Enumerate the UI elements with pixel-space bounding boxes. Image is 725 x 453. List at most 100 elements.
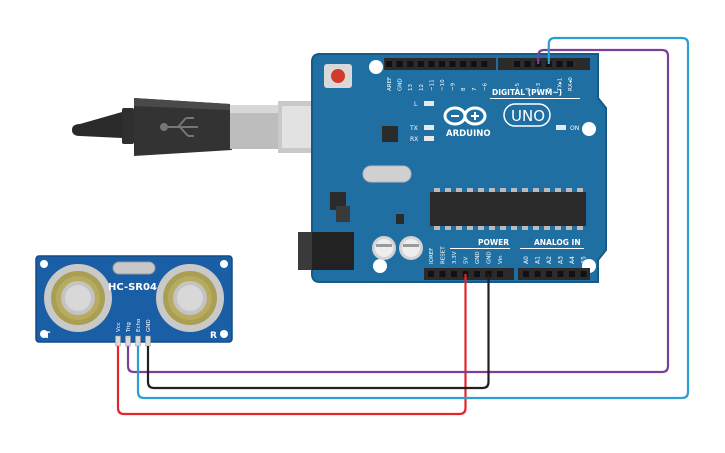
power-pin-label: GND — [487, 251, 493, 264]
power-pin-socket[interactable] — [497, 271, 503, 277]
power-pin-socket[interactable] — [439, 271, 446, 277]
wire-vcc-to-5v[interactable] — [116, 274, 467, 416]
voltage-regulator — [330, 192, 346, 210]
led-tx-label: TX — [409, 125, 418, 132]
sensor-mount-hole — [40, 260, 48, 268]
power-pin-label: 3.3V — [452, 251, 458, 264]
digital-pin-label: RX◂0 — [568, 77, 574, 91]
pin-socket-11[interactable] — [524, 61, 531, 67]
microcontroller-chip — [430, 188, 586, 230]
led-tx: TX — [409, 125, 434, 132]
pin-socket-4[interactable] — [428, 61, 435, 67]
digital-pin-label: 13 — [408, 84, 414, 91]
power-pin-socket[interactable] — [474, 271, 480, 277]
digital-pin-label: 7 — [472, 87, 478, 91]
wires — [116, 36, 690, 416]
pin-socket-9[interactable] — [481, 61, 488, 67]
sensor-crystal — [112, 261, 156, 275]
pin-socket-15[interactable] — [567, 61, 573, 67]
led-rx: RX — [410, 136, 434, 143]
digital-pin-label: GND — [398, 78, 404, 91]
sensor-pin-vcc[interactable] — [115, 335, 121, 347]
analog-pin-socket[interactable] — [546, 271, 552, 277]
sensor-pin-label: Trig — [126, 322, 132, 333]
digital-pin-label: ~9 — [451, 82, 457, 91]
sensor-mount-hole — [40, 330, 48, 338]
small-chip — [396, 214, 404, 224]
usb-controller-chip — [382, 126, 398, 142]
power-pin-label: 5V — [464, 257, 470, 264]
analog-pin-socket[interactable] — [523, 271, 529, 277]
power-pin-label: GND — [475, 251, 481, 264]
digital-pin-label: 4 — [526, 87, 532, 91]
digital-pin-label: 12 — [419, 84, 425, 91]
sensor-pin-gnd[interactable] — [145, 335, 151, 347]
sensor-pin-label: Vcc — [116, 322, 122, 332]
analog-pin-socket[interactable] — [557, 271, 564, 277]
pin-socket-8[interactable] — [470, 61, 477, 67]
sensor-model-label: HC-SR04 — [108, 282, 157, 293]
sensor-pin-trig[interactable] — [125, 335, 131, 347]
analog-pin-label: A3 — [558, 256, 565, 264]
pin-socket-1[interactable] — [396, 61, 403, 67]
led-rx-label: RX — [410, 136, 418, 143]
power-pin-label: IOREF — [429, 248, 435, 264]
power-pin-socket[interactable] — [428, 271, 434, 277]
digital-pin-label: ~10 — [440, 79, 446, 91]
pin-socket-14[interactable] — [556, 61, 563, 67]
pin-socket-10[interactable] — [514, 61, 520, 67]
pin-socket-2[interactable] — [407, 61, 414, 67]
arduino-infinity-logo-icon — [443, 106, 487, 126]
mounting-hole — [369, 60, 383, 74]
transmitter-marker: T — [44, 331, 51, 341]
mounting-hole — [582, 122, 596, 136]
sensor-mount-hole — [220, 260, 228, 268]
sensor-pins — [115, 335, 151, 347]
sensor-pin-echo[interactable] — [135, 335, 141, 347]
digital-pin-label: ~3 — [536, 82, 542, 91]
receiver-marker: R — [210, 331, 217, 341]
voltage-regulator-2 — [336, 206, 350, 222]
digital-pin-label: TX▸1 — [557, 78, 563, 92]
sensor-mount-hole — [220, 330, 228, 338]
sensor-pin-label: GND — [146, 319, 152, 332]
digital-header-right — [498, 58, 590, 70]
pin-socket-6[interactable] — [449, 61, 456, 67]
analog-pin-label: A4 — [569, 256, 576, 264]
power-pin-socket[interactable] — [451, 271, 457, 277]
crystal-oscillator — [362, 165, 412, 183]
pin-socket-0[interactable] — [386, 61, 392, 67]
digital-pin-label: AREF — [387, 77, 393, 91]
led-l-label: L — [414, 101, 418, 108]
power-label: POWER — [478, 238, 509, 247]
power-pin-label: Vin — [498, 255, 504, 264]
digital-pin-label: ~5 — [515, 82, 521, 91]
wire-trig-to-3[interactable] — [126, 48, 670, 374]
pin-socket-3[interactable] — [417, 61, 424, 67]
digital-pin-label: ~11 — [429, 79, 435, 91]
receiver-transducer — [156, 264, 224, 332]
usb-symbol-icon — [160, 117, 198, 137]
led-on: ON — [556, 125, 579, 132]
power-underline — [450, 248, 510, 249]
led-l: L — [414, 101, 434, 108]
wire-echo-to-2[interactable] — [136, 36, 690, 400]
reset-button[interactable] — [324, 64, 352, 88]
wire-gnd-to-gnd[interactable] — [146, 274, 490, 390]
pin-socket-5[interactable] — [439, 61, 445, 67]
analog-pin-socket[interactable] — [569, 271, 575, 277]
power-pin-label: RESET — [441, 246, 447, 264]
digital-pin-label: 2 — [547, 88, 553, 92]
pin-socket-7[interactable] — [460, 61, 467, 67]
arduino-logo-text: ARDUINO — [446, 129, 491, 139]
analog-pin-socket[interactable] — [580, 271, 587, 277]
analog-pin-socket[interactable] — [534, 271, 541, 277]
analog-pin-label: A0 — [523, 256, 530, 264]
capacitor — [399, 236, 423, 260]
